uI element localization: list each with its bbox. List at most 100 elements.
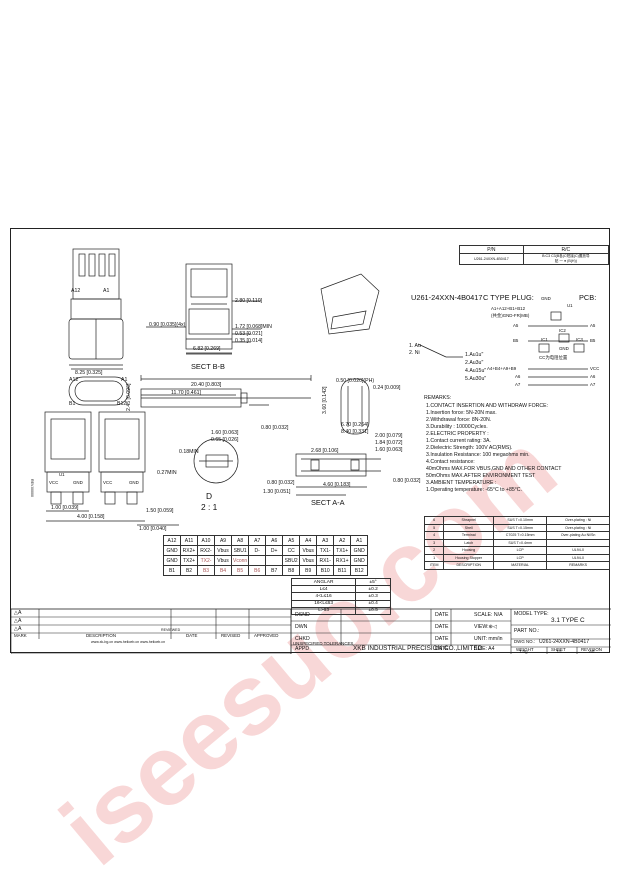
pin-a1-label: A1: [103, 288, 110, 294]
plating-au1: 1.Au1u": [465, 352, 484, 358]
pin-cell: Vbus: [214, 545, 232, 556]
remark-line: 40mOhms MAX.FOR VBUS,GND AND OTHER CONTA…: [426, 466, 562, 472]
mat-cell: Shrapnel: [443, 516, 495, 525]
tb-view-label: VIEW:: [474, 624, 489, 630]
remark-line: 2.ELECTRIC PROPERTY :: [426, 431, 489, 437]
pin-cell: B10: [316, 565, 335, 576]
tolerance-table: ANGLAR±5° L≤4±0.2 4<L≤16±0.3 16<L≤63±0.4…: [290, 577, 391, 615]
dim-130: 1.30 [0.051]: [263, 489, 291, 495]
tol-val: ±0.2: [355, 585, 391, 594]
part-title: U261-24XXN-4B0417: [411, 293, 483, 302]
pin-cell: B9: [299, 565, 318, 576]
tb-chkd: CHKD: [295, 636, 310, 642]
pin-cell: RX1-: [316, 555, 335, 566]
remark-line: 1.Insertion force: 5N-20N max.: [426, 410, 497, 416]
tol-range: 16<L≤63: [290, 599, 357, 608]
mat-cell: 6: [423, 516, 445, 525]
rev-mark-3: △A: [14, 626, 22, 632]
plating-au15: 4.Au15u": [465, 368, 487, 374]
dim-200: 2.00 [0.079]: [375, 433, 403, 439]
rev-mark-3-text: A: [18, 626, 22, 632]
remark-line: 1.CONTACT INSERTION AND WITHDRAW FORCE:: [426, 403, 549, 409]
dim-150: 1.50 [0.059]: [146, 508, 174, 514]
rc-row-rc: B:C3 C3(B各)C短接(C)置放导贴 一 ● (B(H)): [522, 253, 610, 265]
dim-268: 2.68 [0.106]: [311, 448, 339, 454]
pin-cell: B6: [248, 565, 267, 576]
tb-model-type-label: MODEL TYPE:: [514, 611, 549, 617]
dim-245: 2.45 [0.096]: [126, 383, 132, 411]
rev-mark-1-text: A: [18, 610, 22, 616]
pin-cell: A2: [333, 535, 352, 546]
side-gnd: GND: [73, 480, 83, 485]
remark-line: 3.Durability : 10000Cycles.: [426, 424, 488, 430]
pin-cell: TX1-: [316, 545, 335, 556]
dim-050: 0.50 [0.020](PH): [336, 378, 375, 384]
plating-opt-1-au: Au: [414, 343, 421, 349]
remark-line: 2.Withdrawal force: 8N-20N.: [426, 417, 492, 423]
rc-header-rc: R/C: [522, 245, 610, 254]
dim-280: 2.80 [0.110]: [235, 298, 263, 304]
dim-090: 0.90 [0.035](4x): [149, 322, 186, 328]
remark-line: 3.Insulation Resistance: 100 megaohms mi…: [426, 452, 530, 458]
pin-cell: [248, 555, 267, 566]
dim-080: 0.80 [0.032]: [261, 425, 289, 431]
pin-cell: B8: [282, 565, 301, 576]
plating-opt-1-num: 1.: [409, 343, 414, 349]
rev-header-desc: DESCRIPTION: [86, 633, 117, 638]
plating-au3: 2.Au3u": [465, 360, 484, 366]
tb-scale: SCALE: N/A: [474, 612, 503, 618]
pin-cell: RX2+: [180, 545, 198, 556]
dim-027: 0.27MIN: [157, 470, 177, 476]
tol-angular-label: ANGLAR: [290, 577, 357, 587]
dim-100b: 1.00 [0.040]: [139, 526, 167, 532]
remark-line: 4.Contact resistance:: [426, 459, 475, 465]
side-vcc: VCC: [49, 480, 59, 485]
pin-cell: SBU1: [230, 545, 250, 556]
sect-aa-label: SECT A-A: [311, 498, 345, 507]
mat-cell: 3: [423, 538, 445, 547]
mat-head: DESCRIPTION: [443, 561, 495, 570]
tb-sheet-label: SHEET: [551, 647, 566, 652]
pin-cell: CC: [282, 545, 301, 556]
side-u1: U1: [59, 472, 65, 477]
pin-cell: D+: [265, 545, 284, 556]
mat-cell: LCP: [493, 553, 548, 562]
dim-1170: 11.70 [0.461]: [171, 390, 201, 396]
drawing-sheet: A12 A1 8.25 [0.325] 2.80 [0.110] 0.90 [0…: [10, 228, 611, 654]
remark-line: 1.Operating temperature: -65°C to +85°C.: [426, 487, 522, 493]
tolerance-note: UNSPECIFIED TOLERANCES: [293, 641, 354, 646]
tol-range: 4<L≤16: [290, 592, 357, 601]
pcb-ic2-label: IC2: [559, 328, 566, 333]
tb-size: SIZE: A4: [474, 646, 495, 652]
pcb-ic1-label: IC1: [541, 337, 548, 342]
dim-080c: 0.80 [0.032]: [267, 480, 295, 486]
dim-682: 6.82 [0.269]: [193, 346, 221, 352]
end-b12: B12: [117, 401, 127, 407]
dim-670: 6.70 [0.264]: [341, 422, 369, 428]
pin-cell: RX1+: [333, 555, 352, 566]
pin-cell: Vbus: [299, 555, 318, 566]
pin-cell: GND: [350, 545, 369, 556]
pin-cell: A3: [316, 535, 335, 546]
pcb-right-b5: B5: [590, 338, 596, 343]
plating-opt-1: 1. Au: [409, 343, 421, 349]
dim-065: 0.65 [0.026]: [211, 437, 239, 443]
pin-a12-label: A12: [71, 288, 81, 294]
pin-cell: B1: [163, 565, 181, 576]
tb-date-3: DATE: [435, 636, 449, 642]
rev-reviewed: REVIEWED: [161, 628, 181, 632]
pcb-ic3-label: IC3: [576, 337, 583, 342]
plating-opt-2-num: 2.: [409, 350, 414, 356]
mat-head: REMARKS: [546, 561, 610, 570]
tb-revision-label: REVISION: [581, 647, 602, 652]
dim-024: 0.24 [0.009]: [373, 385, 401, 391]
pin-cell: B11: [333, 565, 352, 576]
tb-revision: A0: [589, 649, 595, 654]
plating-au30: 5.Au30u": [465, 376, 487, 382]
mat-cell: Housing Stopper: [443, 553, 495, 562]
rc-row-rc-1: B:C3 C3(B各)C短接(C)置放导: [542, 254, 590, 258]
pin-cell: D-: [248, 545, 267, 556]
